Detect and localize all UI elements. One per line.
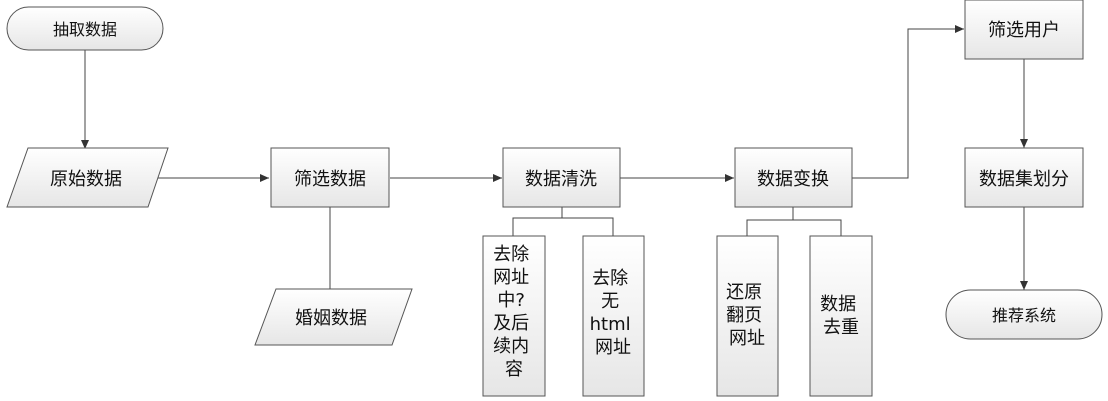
note-restore-paging: 还原 翻页 网址 bbox=[716, 235, 779, 397]
note-line: 网址 bbox=[493, 267, 529, 288]
process-split: 数据集划分 bbox=[964, 147, 1084, 208]
note-line: html bbox=[590, 314, 631, 335]
note-line: 数据 bbox=[820, 294, 856, 315]
note-remove-non-html: 去除 无 html 网址 bbox=[582, 235, 645, 397]
note-remove-url-query-text: 去除 网址 中? 及后 续内 容 bbox=[493, 244, 535, 380]
note-dedupe-text: 数据 去重 bbox=[820, 294, 862, 338]
note-dedupe: 数据 去重 bbox=[809, 235, 873, 397]
connector-transform-filterusers bbox=[852, 25, 964, 179]
note-remove-non-html-text: 去除 无 html 网址 bbox=[590, 268, 637, 358]
note-line: 去重 bbox=[823, 317, 859, 338]
data-raw-label: 原始数据 bbox=[50, 169, 122, 190]
note-line: 及后 bbox=[493, 313, 529, 334]
terminator-extract: 抽取数据 bbox=[6, 6, 164, 51]
process-filter-data-label: 筛选数据 bbox=[294, 169, 366, 190]
bracket-transform bbox=[746, 219, 842, 236]
process-transform: 数据变换 bbox=[734, 147, 853, 208]
note-restore-paging-text: 还原 翻页 网址 bbox=[726, 282, 768, 349]
process-filter-users-label: 筛选用户 bbox=[988, 20, 1060, 41]
process-clean: 数据清洗 bbox=[502, 147, 621, 208]
process-transform-label: 数据变换 bbox=[757, 169, 829, 190]
process-filter-users: 筛选用户 bbox=[964, 0, 1084, 60]
bracket-clean bbox=[512, 217, 614, 236]
terminator-recommend-label: 推荐系统 bbox=[992, 306, 1056, 325]
data-raw: 原始数据 bbox=[6, 147, 169, 208]
terminator-recommend: 推荐系统 bbox=[945, 289, 1103, 340]
note-line: 网址 bbox=[595, 337, 631, 358]
note-line: 翻页 bbox=[726, 305, 762, 326]
note-line: 去除 bbox=[493, 244, 529, 265]
note-line: 续内 bbox=[493, 336, 529, 357]
connectors bbox=[81, 25, 1028, 290]
note-remove-url-query: 去除 网址 中? 及后 续内 容 bbox=[482, 235, 546, 397]
terminator-extract-label: 抽取数据 bbox=[53, 20, 117, 39]
note-line: 无 bbox=[601, 291, 619, 312]
note-line: 网址 bbox=[729, 328, 765, 349]
data-marriage: 婚姻数据 bbox=[254, 288, 413, 346]
note-line: 中? bbox=[497, 290, 525, 311]
process-clean-label: 数据清洗 bbox=[525, 169, 597, 190]
note-line: 去除 bbox=[592, 268, 628, 289]
note-line: 容 bbox=[505, 359, 523, 380]
note-line: 还原 bbox=[726, 282, 762, 303]
data-marriage-label: 婚姻数据 bbox=[295, 308, 367, 329]
process-split-label: 数据集划分 bbox=[979, 169, 1069, 190]
process-filter-data: 筛选数据 bbox=[270, 147, 390, 208]
